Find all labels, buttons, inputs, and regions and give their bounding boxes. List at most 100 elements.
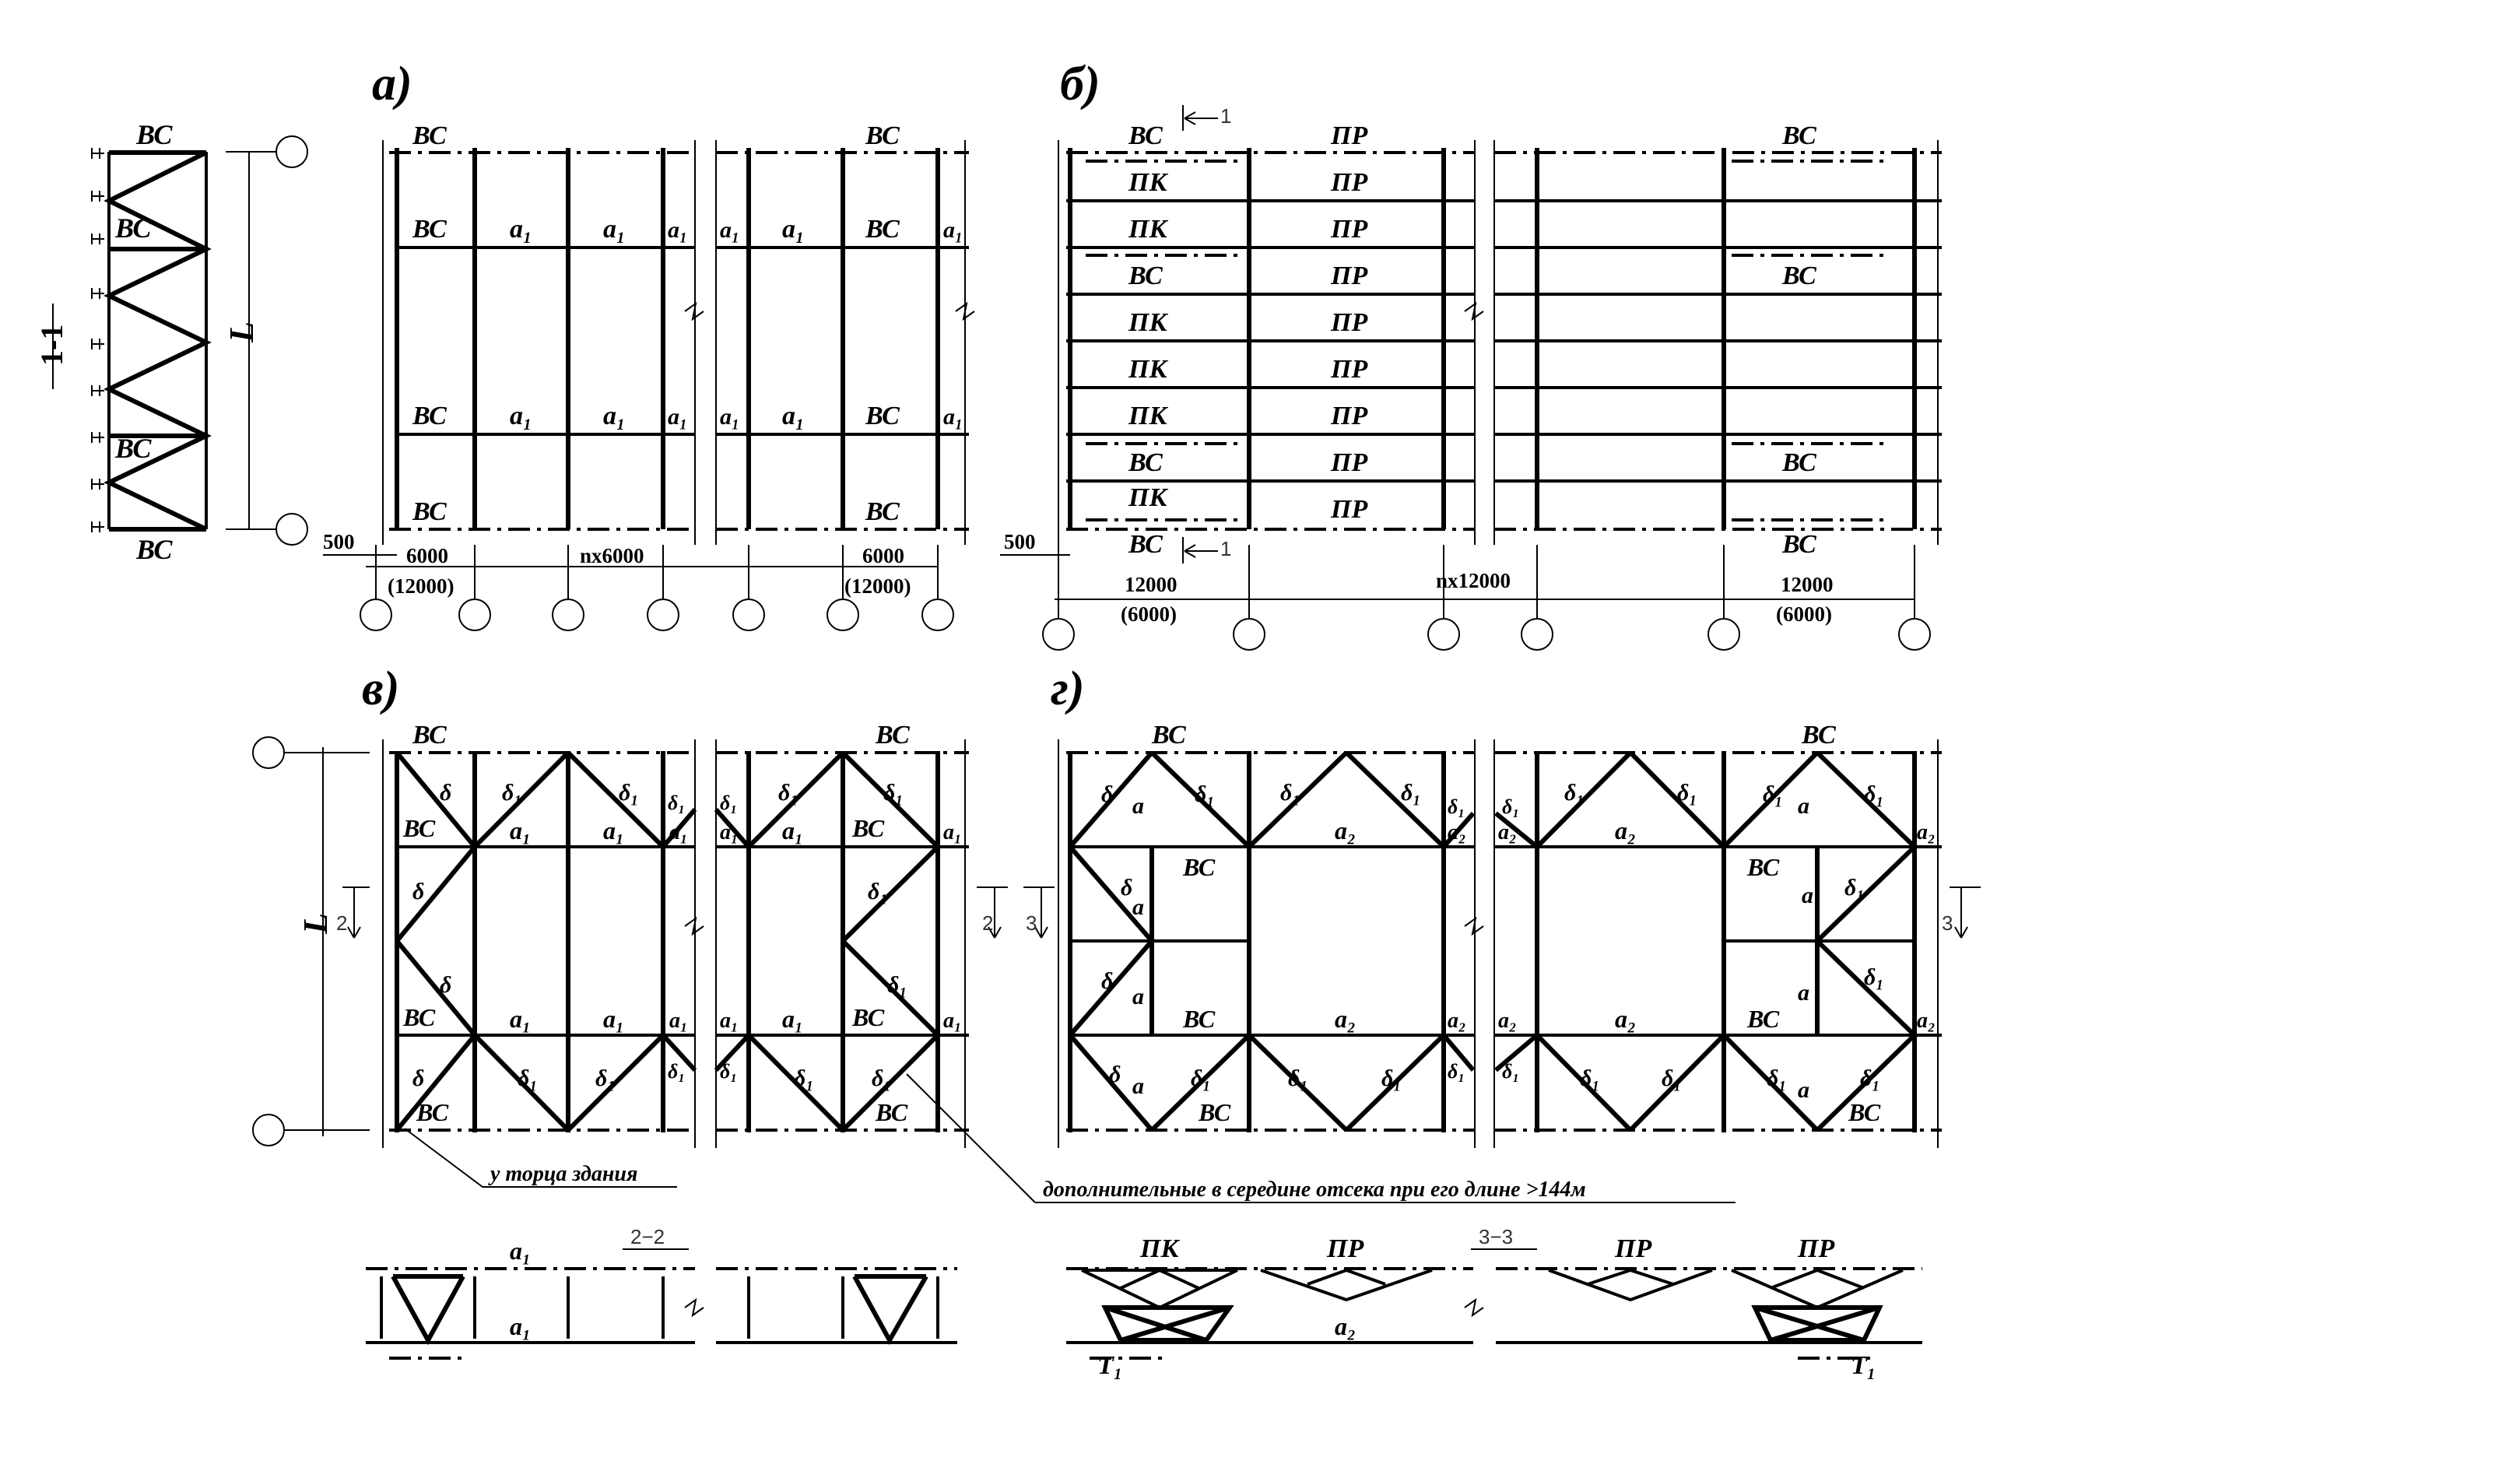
svg-text:δ₁: δ₁ <box>595 1065 616 1091</box>
panel-b: б) <box>1000 58 1942 651</box>
svg-text:ВС: ВС <box>412 121 447 150</box>
svg-text:а₁: а₁ <box>782 816 803 844</box>
svg-text:δ₁: δ₁ <box>1502 795 1519 818</box>
svg-text:а₂: а₂ <box>1448 820 1466 844</box>
svg-text:ПК: ПК <box>1128 215 1168 244</box>
svg-text:δ₁: δ₁ <box>668 792 685 814</box>
svg-text:а₂: а₂ <box>1917 1009 1936 1033</box>
svg-text:ВС: ВС <box>1746 853 1780 881</box>
svg-text:Т₁: Т₁ <box>1851 1351 1876 1380</box>
svg-text:а₁: а₁ <box>510 1005 531 1033</box>
svg-text:δ₁: δ₁ <box>1280 780 1300 806</box>
svg-text:ПР: ПР <box>1330 215 1367 244</box>
svg-text:а₂: а₂ <box>1615 816 1636 844</box>
break-mark <box>684 301 704 321</box>
svg-text:а: а <box>1132 894 1144 920</box>
svg-text:δ₁: δ₁ <box>668 1060 685 1083</box>
svg-text:3−3: 3−3 <box>1479 1225 1513 1248</box>
svg-text:а: а <box>1798 793 1809 819</box>
svg-text:ПК: ПК <box>1128 483 1168 512</box>
svg-text:δ₁: δ₁ <box>794 1065 814 1091</box>
svg-text:ВС: ВС <box>1151 721 1186 750</box>
svg-text:ВС: ВС <box>1182 853 1216 881</box>
section-3-3: 3−3 ПК ПР ПР ПР а₂ Т₁ Т₁ <box>1066 1225 1922 1380</box>
svg-text:а₁: а₁ <box>943 404 963 430</box>
svg-text:12000: 12000 <box>1125 573 1178 596</box>
svg-text:а₁: а₁ <box>510 1312 531 1340</box>
svg-text:ВС: ВС <box>865 215 900 244</box>
svg-text:а₁: а₁ <box>510 402 532 430</box>
svg-text:δ₁: δ₁ <box>502 780 522 806</box>
side-label-mid: ВС <box>114 433 152 464</box>
svg-text:ПК: ПК <box>1128 308 1168 337</box>
svg-text:а₁: а₁ <box>782 1005 803 1033</box>
svg-text:а: а <box>1798 980 1809 1006</box>
svg-text:δ₁: δ₁ <box>619 780 639 806</box>
svg-text:а: а <box>1132 984 1144 1009</box>
svg-text:δ₁: δ₁ <box>1860 1065 1880 1091</box>
panel-title-b: б) <box>1060 58 1100 111</box>
svg-text:ПР: ПР <box>1330 308 1367 337</box>
svg-text:δ₁: δ₁ <box>868 879 888 904</box>
svg-text:ПК: ПК <box>1128 168 1168 197</box>
svg-text:ВС: ВС <box>851 814 885 842</box>
svg-text:δ₁: δ₁ <box>1763 781 1783 807</box>
svg-text:δ: δ <box>412 1065 424 1091</box>
svg-text:ВС: ВС <box>1128 530 1163 559</box>
svg-text:ПР: ПР <box>1330 262 1367 290</box>
svg-text:δ₁: δ₁ <box>720 1060 737 1083</box>
svg-text:ПР: ПР <box>1330 355 1367 384</box>
svg-text:δ₁: δ₁ <box>1191 1065 1211 1091</box>
svg-text:ПР: ПР <box>1330 448 1367 477</box>
svg-text:δ: δ <box>1109 1062 1121 1087</box>
svg-text:δ₁: δ₁ <box>720 792 737 814</box>
svg-text:ПР: ПР <box>1614 1234 1651 1263</box>
svg-text:nx12000: nx12000 <box>1436 569 1511 592</box>
svg-text:δ₁: δ₁ <box>1564 780 1585 806</box>
svg-text:а₁: а₁ <box>720 404 739 430</box>
svg-text:ВС: ВС <box>1781 121 1816 150</box>
purlin-marks <box>91 148 104 532</box>
svg-text:а₁: а₁ <box>603 402 626 430</box>
svg-text:дополнительные в середине отсе: дополнительные в середине отсека при его… <box>1043 1178 1586 1202</box>
svg-text:а₁: а₁ <box>510 1237 531 1265</box>
svg-text:а₁: а₁ <box>782 402 805 430</box>
svg-text:у торца здания: у торца здания <box>488 1162 637 1186</box>
svg-text:δ₁: δ₁ <box>1288 1065 1308 1091</box>
svg-text:ВС: ВС <box>1801 721 1836 750</box>
section-mark-1-bottom <box>1182 537 1218 563</box>
svg-text:3: 3 <box>1026 911 1037 935</box>
svg-text:ВС: ВС <box>402 814 436 842</box>
svg-text:2: 2 <box>336 911 347 935</box>
svg-text:а: а <box>1798 1077 1809 1103</box>
svg-text:а₁: а₁ <box>603 1005 624 1033</box>
svg-text:δ₁: δ₁ <box>1864 781 1884 807</box>
svg-text:ПК: ПК <box>1128 402 1168 430</box>
svg-text:δ₁: δ₁ <box>518 1065 538 1091</box>
svg-text:а₂: а₂ <box>1498 1009 1517 1033</box>
svg-text:500: 500 <box>323 530 355 553</box>
svg-text:ПР: ПР <box>1797 1234 1834 1263</box>
svg-text:δ₁: δ₁ <box>1662 1065 1682 1091</box>
svg-text:ВС: ВС <box>1128 121 1163 150</box>
svg-text:ВС: ВС <box>1781 530 1816 559</box>
svg-text:ВС: ВС <box>1746 1005 1780 1033</box>
svg-text:а₁: а₁ <box>720 820 739 844</box>
svg-text:ВС: ВС <box>875 721 910 750</box>
break-mark <box>955 301 975 321</box>
svg-text:ВС: ВС <box>1198 1098 1231 1126</box>
side-label-top: ВС <box>135 119 173 150</box>
svg-text:ВС: ВС <box>412 215 447 244</box>
svg-text:δ₁: δ₁ <box>887 972 907 998</box>
side-label-mid: ВС <box>114 212 152 244</box>
svg-text:а₂: а₂ <box>1335 1312 1356 1340</box>
svg-text:δ: δ <box>1101 968 1113 994</box>
svg-text:δ: δ <box>1121 875 1132 900</box>
svg-text:δ₁: δ₁ <box>1844 875 1865 900</box>
svg-text:(6000): (6000) <box>1776 602 1832 626</box>
axis-bubble <box>276 135 308 168</box>
svg-text:δ₁: δ₁ <box>1448 1060 1465 1083</box>
svg-text:ВС: ВС <box>1781 262 1816 290</box>
svg-text:ВС: ВС <box>865 497 900 526</box>
